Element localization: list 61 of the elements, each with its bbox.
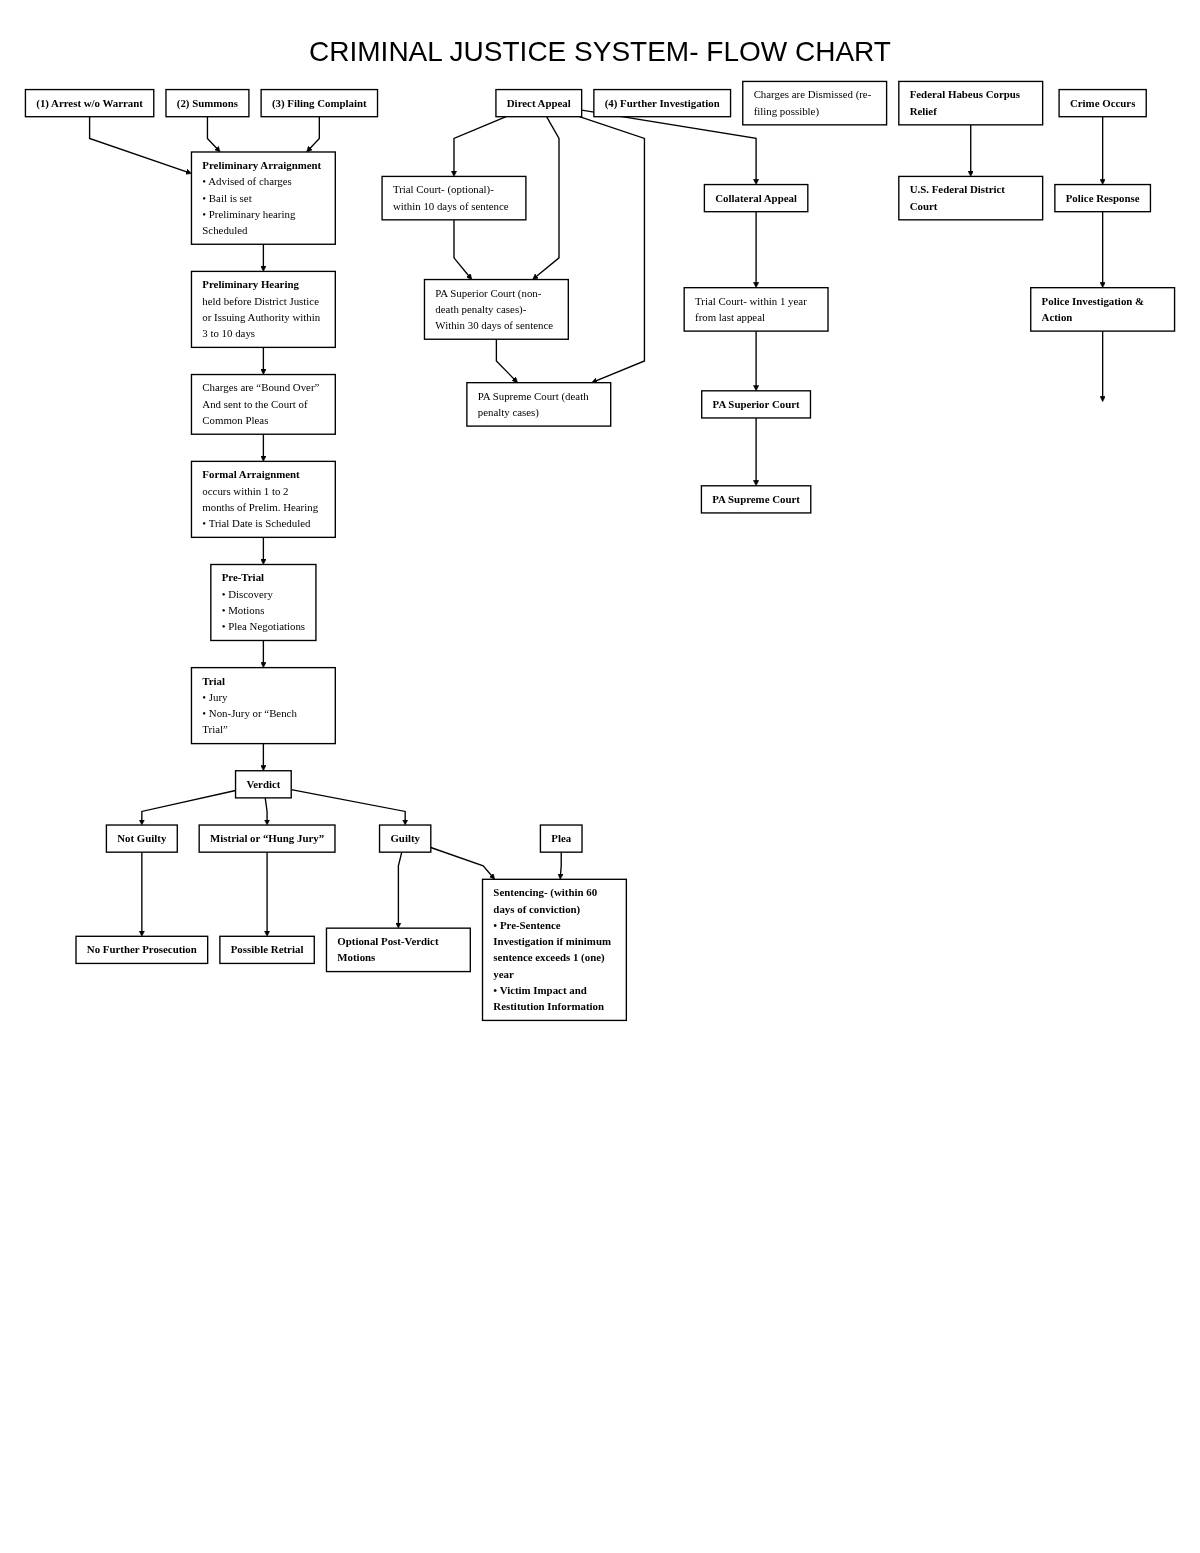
process-box: Possible Retrial [219,935,315,965]
arrow [753,417,760,487]
process-box: PA Supreme Court [700,485,812,514]
process-box: Mistrial or “Hung Jury” [198,824,336,853]
arrow [264,851,271,937]
process-box: PA Supreme Court (death penalty cases) [466,382,612,427]
arrow [557,851,564,880]
arrow [1099,116,1106,185]
arrow [88,116,192,175]
process-box: (2) Summons [165,88,250,118]
process-box: No Further Prosecution [75,935,209,965]
process-box: Trial Court- within 1 year from last appeal [683,287,829,332]
arrow [264,797,271,826]
process-box: Direct Appeal [495,88,583,118]
arrow [306,116,320,153]
process-box: PA Superior Court [701,390,812,419]
arrow [753,330,760,392]
process-box: Optional Post-Verdict Motions [325,927,471,973]
process-box: Verdict [234,770,292,799]
arrow [260,742,267,771]
process-box: Federal Habeus Corpus Relief [898,80,1044,126]
process-box: Not Guilty [105,824,178,853]
process-box: (1) Arrest w/o Warrant [24,88,155,118]
process-box: Trial Court- (optional)- within 10 days of sentence [381,175,527,221]
arrow [260,536,267,565]
process-box: Collateral Appeal [703,183,809,213]
process-box: Charges are Dismissed (re-filing possible) [742,80,888,126]
process-box: Charges are “Bound Over” And sent to the Court of Common Pleas [190,373,336,435]
arrow [260,346,267,375]
process-box: Police Investigation & Action [1030,287,1176,332]
arrow [453,219,473,280]
arrow [1099,211,1106,288]
process-box: Preliminary Hearing held before District Justice or Issuing Authority within 3 to 10 days [190,270,336,349]
process-box: PA Superior Court (non-death penalty cases)- Within 30 days of sentence [423,278,569,340]
process-box: Sentencing- (within 60 days of conviction) • Pre-Sentence Investigation if minimum sentence exceeds 1 (one) year • Victim Impact and Restitution Information [481,878,628,1022]
arrow [260,639,267,668]
arrow [1099,330,1106,402]
arrow [260,243,267,272]
arrow [495,338,518,383]
arrow [138,851,145,937]
arrow [967,124,974,177]
process-box: U.S. Federal District Court [898,175,1044,221]
process-box: Plea [539,824,583,853]
arrow [260,433,267,462]
process-box: Police Response [1054,183,1152,213]
arrow [430,846,495,880]
arrow [753,211,760,288]
arrow [451,116,507,177]
chart-title: CRIMINAL JUSTICE SYSTEM- FLOW CHART [308,35,892,69]
process-box: (3) Filing Complaint [260,88,379,118]
process-box: Preliminary Arraignment • Advised of charges • Bail is set • Preliminary hearing Scheduled [190,151,336,245]
process-box: Guilty [378,824,432,853]
arrow [532,116,560,280]
process-box: (4) Further Investigation [593,88,732,118]
process-box: Crime Occurs [1058,88,1147,118]
arrow [206,116,221,153]
process-box: Trial • Jury • Non-Jury or “Bench Trial” [190,666,336,745]
process-box: Formal Arraignment occurs within 1 to 2 months of Prelim. Hearing • Trial Date is Scheduled [190,460,336,539]
arrow [395,851,403,929]
process-box: Pre-Trial • Discovery • Motions • Plea Negotiations [210,563,317,642]
arrow [578,116,646,384]
